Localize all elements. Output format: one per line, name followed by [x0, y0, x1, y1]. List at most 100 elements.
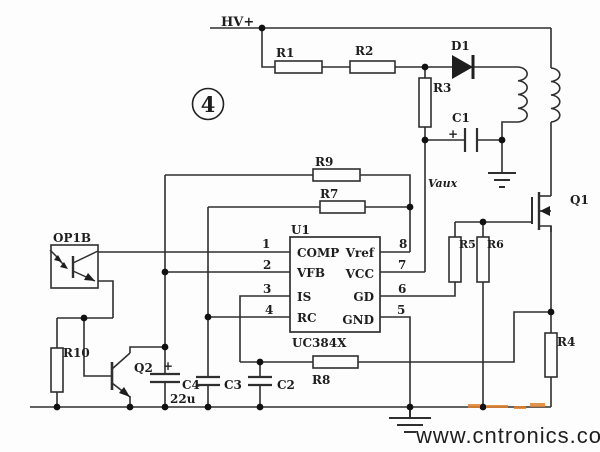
junction-dot [258, 24, 266, 32]
label-r9: R9 [315, 155, 333, 169]
label-r4: R4 [557, 335, 575, 349]
capacitors [150, 128, 479, 387]
resistor-r3 [418, 77, 432, 128]
label-r1: R1 [276, 46, 294, 60]
op1b-box [50, 244, 99, 289]
resistor-r10 [50, 347, 64, 393]
junction-dot [126, 403, 134, 411]
pin-num-6: 6 [398, 282, 406, 296]
figure-number-circle [191, 87, 225, 121]
wire-opto-emitter [98, 280, 114, 318]
label-r6: R6 [487, 238, 504, 251]
site-watermark: www.cntronics.com [415, 423, 600, 448]
pin-num-4: 4 [265, 303, 273, 317]
resistor-r9 [312, 168, 361, 182]
q1-source-stub [539, 225, 552, 232]
junction-dot [479, 218, 487, 226]
label-c4-plus: + [163, 359, 173, 373]
diode-d1 [452, 55, 475, 79]
junction-dot [80, 314, 88, 322]
q2-emitter-arrow [119, 387, 130, 397]
pin-num-3: 3 [263, 282, 271, 296]
orange-dash [486, 405, 508, 408]
resistors [50, 60, 558, 393]
winding-aux [517, 66, 528, 123]
label-c3: C3 [224, 378, 242, 392]
pin-num-2: 2 [263, 258, 271, 272]
wire-hv-drop [261, 28, 275, 68]
q1-body-arrow [540, 206, 550, 216]
resistor-r2 [349, 60, 396, 74]
resistor-r6 [476, 236, 490, 283]
label-r7: R7 [320, 187, 338, 201]
label-q2: Q2 [134, 361, 153, 375]
pin-name-vref: Vref [345, 246, 375, 260]
resistor-r1 [274, 60, 323, 74]
ic-labels: U1 UC384X COMP VFB IS RC Vref VCC GD GND… [262, 223, 407, 350]
label-r5: R5 [459, 238, 476, 251]
label-d1: D1 [451, 39, 470, 53]
wire-r8-sense [358, 311, 551, 363]
label-c4: C4 [182, 378, 200, 392]
orange-dash [468, 404, 480, 408]
pin-num-1: 1 [262, 237, 270, 251]
watermarks: www.cntronics.com [415, 403, 600, 448]
winding-primary [550, 67, 561, 123]
orange-dash [530, 403, 545, 407]
pin-name-gnd: GND [342, 313, 374, 327]
junction-dot [547, 308, 555, 316]
pin-name-vfb: VFB [296, 266, 325, 280]
wire-aux-bottom [501, 121, 518, 140]
junction-dot [204, 403, 212, 411]
net-label-hv: HV+ [221, 15, 254, 30]
diode-d1-triangle [452, 55, 473, 79]
label-r3: R3 [433, 81, 451, 95]
figure-number-text: 4 [201, 92, 216, 117]
pin-name-vcc: VCC [345, 267, 374, 281]
label-c2: C2 [277, 378, 295, 392]
junction-dot [161, 403, 169, 411]
ground-main [389, 407, 431, 433]
junction-dot [204, 313, 212, 321]
wire-r9-right [360, 174, 411, 252]
junction-dot [421, 136, 429, 144]
mosfet-q1 [531, 192, 552, 232]
label-r2: R2 [355, 44, 373, 58]
ic-part: UC384X [292, 336, 347, 350]
op1b-emitter-arrow [84, 273, 95, 281]
pin-num-7: 7 [398, 258, 406, 272]
junction-dots [53, 24, 555, 411]
pin-name-is: IS [297, 290, 311, 304]
label-r8: R8 [312, 373, 330, 387]
pin-num-5: 5 [397, 303, 405, 317]
junction-dot [479, 403, 487, 411]
net-label-vaux: Vaux [428, 177, 458, 190]
label-c1: C1 [452, 111, 470, 125]
orange-dash [514, 406, 526, 409]
wire-pin6-gd [380, 282, 456, 297]
junction-dot [256, 403, 264, 411]
op1b-collector-lead [72, 250, 99, 264]
junction-dot [406, 403, 414, 411]
pin-name-gd: GD [353, 290, 374, 304]
label-c1-plus: + [448, 127, 458, 141]
resistor-r4 [544, 332, 558, 378]
resistor-r7 [319, 200, 366, 214]
label-r10: R10 [63, 346, 90, 360]
pin-name-rc: RC [297, 311, 317, 325]
figure-number-badge: 4 [191, 87, 225, 121]
wire-pin5-gnd [380, 316, 411, 407]
op1b-light-arrowhead-1 [54, 255, 62, 262]
junction-dot [498, 136, 506, 144]
resistor-r5 [448, 236, 462, 283]
ground-symbols [389, 172, 516, 433]
transistor-q2 [110, 352, 131, 398]
orange-dash-watermark [468, 403, 545, 409]
q2-collector-lead [111, 352, 131, 370]
wire-pin3-is [239, 295, 290, 362]
ic-ref: U1 [291, 223, 310, 237]
junction-dot [161, 343, 169, 351]
junction-dot [421, 63, 429, 71]
